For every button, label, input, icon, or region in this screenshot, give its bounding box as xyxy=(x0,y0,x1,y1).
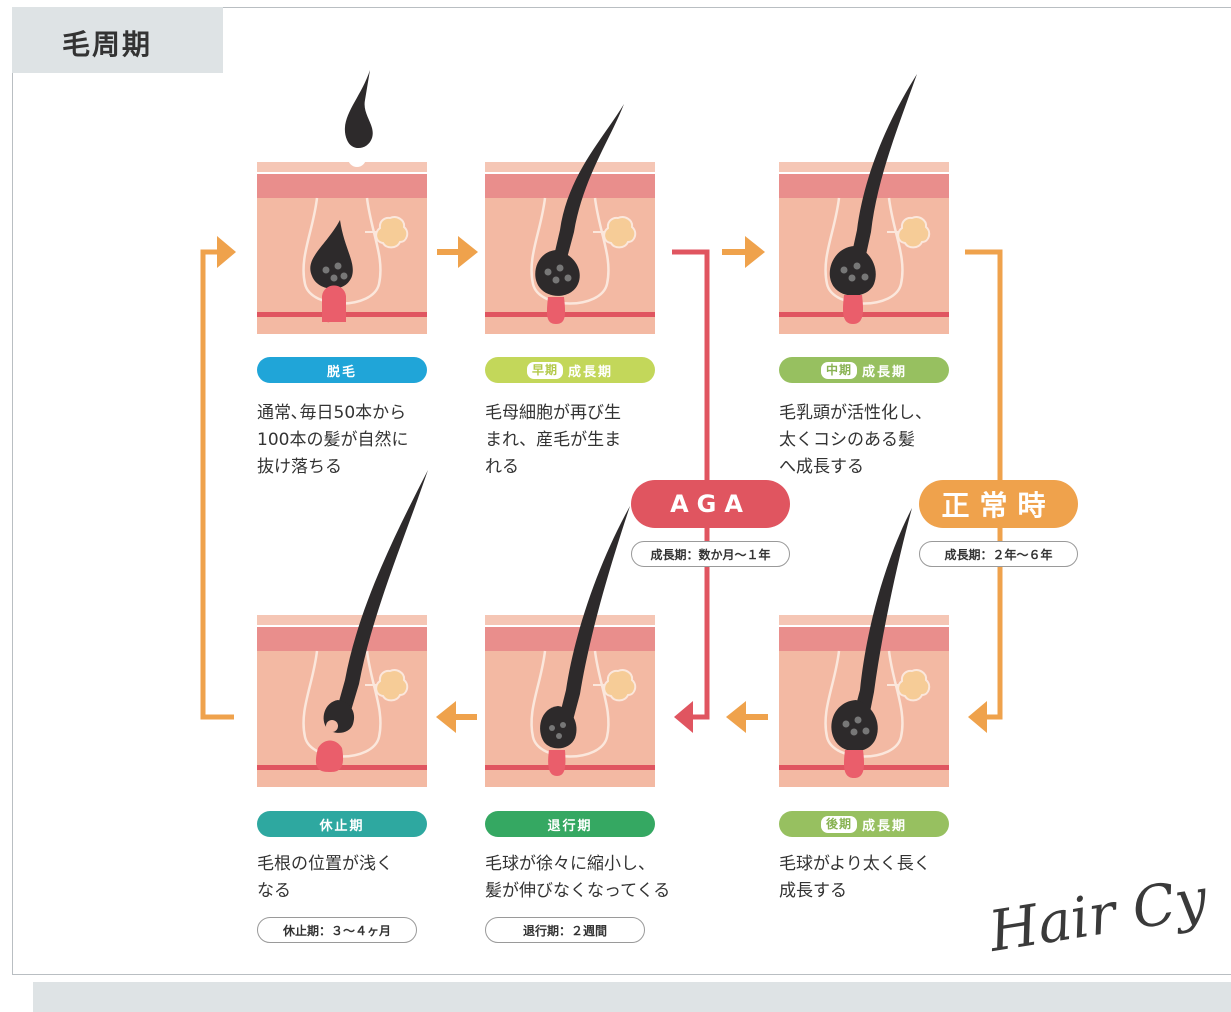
stage-label-early-anagen: 早期 成長期 xyxy=(485,357,655,383)
title-tab: 毛周期 xyxy=(12,7,223,73)
aga-duration: 成長期：数か月～１年 xyxy=(631,541,790,567)
page-title: 毛周期 xyxy=(62,28,153,61)
early-anagen-hair-icon xyxy=(535,104,624,324)
stage-description-mid-anagen: 毛乳頭が活性化し、 太くコシのある髪 へ成長する xyxy=(779,403,932,477)
stage-description-telogen: 毛根の位置が浅く なる xyxy=(257,854,393,901)
aga-arrowhead-icon xyxy=(674,701,693,733)
stage-label-late-anagen: 後期 成長期 xyxy=(779,811,949,837)
normal-badge: 正常時 xyxy=(919,480,1078,528)
normal-duration: 成長期：２年～６年 xyxy=(919,541,1078,567)
stage-description-catagen: 毛球が徐々に縮小し、 髪が伸びなくなってくる xyxy=(485,854,671,901)
arrowhead-right-icon xyxy=(217,236,236,268)
mid-anagen-hair-icon xyxy=(829,74,917,324)
duration-catagen: 退行期：２週間 xyxy=(485,917,645,943)
stage-label-catagen: 退行期 xyxy=(485,811,655,837)
catagen-hair-icon xyxy=(540,506,630,776)
stage-tag-mid: 中期 xyxy=(820,361,857,379)
stage-description-late-anagen: 毛球がより太く長く 成長する xyxy=(779,854,931,901)
late-anagen-hair-icon xyxy=(831,508,912,778)
aga-badge: AGA xyxy=(631,480,790,528)
stage-description-early-anagen: 毛母細胞が再び生 まれ、産毛が生ま れる xyxy=(485,403,622,477)
stage-label-shedding: 脱毛 xyxy=(257,357,427,383)
short-arrow-icon xyxy=(436,236,768,733)
stage-tag-late: 後期 xyxy=(820,815,857,833)
stage-label-mid-anagen: 中期 成長期 xyxy=(779,357,949,383)
shedding-hair-icon xyxy=(310,70,373,323)
cycle-arrow-left-icon xyxy=(200,249,234,720)
telogen-hair-icon xyxy=(315,470,428,772)
skin-block-early-anagen xyxy=(483,160,657,336)
diagram-frame xyxy=(12,7,1231,975)
arrowhead-left-icon xyxy=(968,701,987,733)
stage-tag-early: 早期 xyxy=(526,361,563,379)
duration-telogen: 休止期：３～４ヶ月 xyxy=(257,917,417,943)
stage-label-telogen: 休止期 xyxy=(257,811,427,837)
stage-description-shedding: 通常､毎日50本から 100本の髪が自然に 抜け落ちる xyxy=(257,403,409,477)
